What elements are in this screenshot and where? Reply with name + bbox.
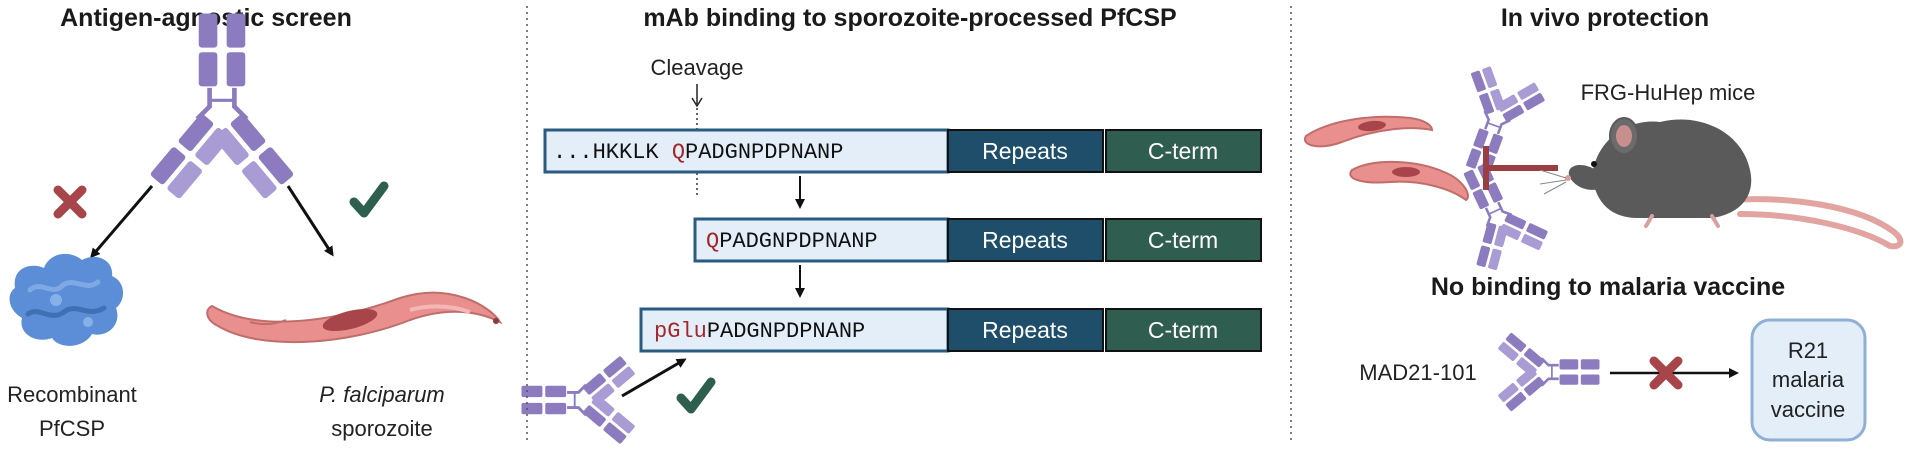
cterm-label-2: C-term: [1148, 227, 1218, 253]
check-icon-middle: [681, 382, 711, 409]
cterm-box-1: [1105, 129, 1262, 173]
repeats-box-1: [947, 129, 1104, 173]
repeats-label-3: Repeats: [982, 317, 1068, 343]
arrow-to-recombinant: [90, 185, 154, 259]
vaccine-box: [1750, 318, 1867, 442]
protein-icon: [9, 253, 124, 346]
row3-sequence: PADGNPDPNANP: [707, 319, 865, 344]
right-panel-subtitle: No binding to malaria vaccine: [1431, 273, 1785, 301]
sequence-row-1: ...HKKLK QPADGNPDPNANP Repeats C-term: [543, 128, 1262, 174]
sequence-row-3: pGluPADGNPDPNANP Repeats C-term: [639, 307, 1262, 353]
svg-text:...HKKLK QPADGNPDPNANP: ...HKKLK QPADGNPDPNANP: [553, 140, 843, 165]
row2-red-residue: Q: [706, 229, 719, 254]
inhibition-icon: [1483, 146, 1558, 190]
sequence-box-1: [543, 128, 950, 174]
cterm-box-3: [1105, 308, 1262, 352]
row2-sequence: PADGNPDPNANP: [719, 229, 877, 254]
sporozoite-icon-right-2: [1349, 161, 1469, 202]
arrow-antibody-to-pglu: [621, 358, 687, 398]
vaccine-label-line1: R21: [1788, 338, 1828, 363]
sequence-box-2: [693, 217, 950, 263]
cterm-label-3: C-term: [1148, 317, 1218, 343]
recombinant-label-line2: PfCSP: [39, 416, 105, 441]
middle-panel-title: mAb binding to sporozoite-processed PfCS…: [643, 4, 1176, 32]
row3-red-residue: pGlu: [654, 319, 707, 344]
svg-text:QPADGNPDPNANP: QPADGNPDPNANP: [706, 229, 878, 254]
antibody-icon-mad21: [1496, 331, 1601, 413]
antibody-icon: [150, 14, 295, 200]
right-panel-title: In vivo protection: [1501, 4, 1709, 32]
row1-red-residue: Q: [672, 140, 685, 165]
cleavage-label: Cleavage: [651, 55, 744, 80]
repeats-label-1: Repeats: [982, 138, 1068, 164]
svg-text:pGluPADGNPDPNANP: pGluPADGNPDPNANP: [654, 319, 865, 344]
vaccine-label-line2: malaria: [1772, 367, 1845, 392]
repeats-box-2: [947, 218, 1104, 262]
sporozoite-icon: [206, 291, 503, 344]
cross-icon: [58, 190, 82, 214]
sporozoite-label-line1: P. falciparum: [319, 382, 445, 407]
row1-prefix: ...HKKLK: [553, 140, 672, 165]
sporozoite-icon-right-1: [1303, 115, 1434, 148]
sequence-box-3: [639, 307, 950, 353]
arrow-to-sporozoite: [286, 185, 334, 257]
row1-sequence: PADGNPDPNANP: [685, 140, 843, 165]
repeats-label-2: Repeats: [982, 227, 1068, 253]
check-icon: [354, 186, 384, 213]
mouse-icon: [1539, 117, 1904, 250]
antibody-name-label: MAD21-101: [1359, 360, 1476, 385]
sequence-row-2: QPADGNPDPNANP Repeats C-term: [693, 217, 1262, 263]
vaccine-label-line3: vaccine: [1771, 397, 1846, 422]
mice-label: FRG-HuHep mice: [1581, 80, 1756, 105]
recombinant-label-line1: Recombinant: [7, 382, 137, 407]
sporozoite-label-line2: sporozoite: [331, 416, 433, 441]
repeats-box-3: [947, 308, 1104, 352]
cterm-box-2: [1105, 218, 1262, 262]
antibody-icon-middle: [520, 354, 637, 446]
cterm-label-1: C-term: [1148, 138, 1218, 164]
